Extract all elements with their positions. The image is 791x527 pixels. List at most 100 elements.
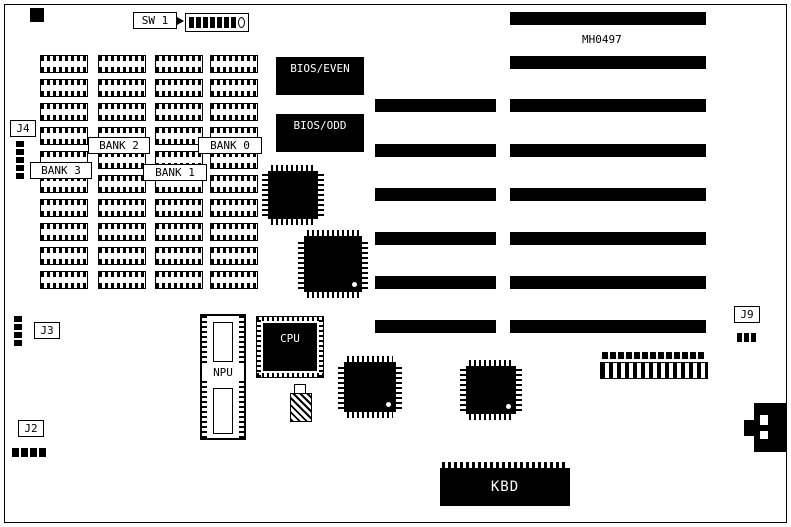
jumper-pin <box>21 448 28 457</box>
expansion-slot-short <box>375 232 496 245</box>
crystal-oscillator <box>290 393 312 422</box>
qfp-chip-3 <box>338 356 402 418</box>
memory-chip <box>155 55 203 73</box>
header-pin <box>626 352 632 359</box>
memory-chip <box>210 223 258 241</box>
jumper-pin <box>39 448 46 457</box>
cpu-socket: CPU <box>256 316 324 378</box>
cpu-label: CPU <box>280 332 300 345</box>
qfp-chip-1 <box>262 165 324 225</box>
board-model: MH0497 <box>582 33 622 46</box>
qfp-pins <box>307 230 359 236</box>
bank0-label: BANK 0 <box>198 137 262 154</box>
header-pin <box>666 352 672 359</box>
expansion-slot-long <box>510 99 706 112</box>
bios-even-chip: BIOS/EVEN <box>276 57 364 95</box>
jumper-pin <box>30 448 37 457</box>
din-pin-hole <box>760 431 768 439</box>
memory-chip <box>210 271 258 289</box>
npu-cutout-top <box>213 322 233 362</box>
header-pin <box>682 352 688 359</box>
pin1-marker <box>386 402 391 407</box>
bios-even-label: BIOS/EVEN <box>290 62 350 75</box>
header-pin-row <box>602 352 704 359</box>
expansion-slot-short <box>375 276 496 289</box>
header-pin <box>650 352 656 359</box>
qfp-pins <box>362 239 368 289</box>
j9-pins <box>737 333 756 342</box>
j4-label: J4 <box>10 120 36 137</box>
dip-switch-segment <box>189 17 194 28</box>
qfp-pins <box>347 412 393 418</box>
qfp-pins <box>262 174 268 216</box>
j3-pins <box>14 316 22 346</box>
memory-chip <box>210 103 258 121</box>
expansion-slot-long <box>510 144 706 157</box>
j3-label: J3 <box>34 322 60 339</box>
qfp-chip-2 <box>298 230 368 298</box>
sw1-label: SW 1 <box>133 12 177 29</box>
memory-chip <box>210 175 258 193</box>
j9-label: J9 <box>734 306 760 323</box>
npu-label: NPU <box>202 366 244 379</box>
qfp-pins <box>298 239 304 289</box>
memory-chip <box>40 223 88 241</box>
header-pin <box>642 352 648 359</box>
kbd-label: KBD <box>490 479 520 495</box>
qfp-pins <box>271 165 315 171</box>
qfp-pins <box>516 369 522 411</box>
memory-chip <box>98 199 146 217</box>
dip-switch-segment <box>203 17 208 28</box>
bank3-label: BANK 3 <box>30 162 92 179</box>
expansion-slot-long <box>510 56 706 69</box>
j2-label: J2 <box>18 420 44 437</box>
jumper-pin <box>16 141 24 147</box>
memory-chip <box>40 79 88 97</box>
bios-odd-label: BIOS/ODD <box>293 119 347 132</box>
mounting-pad <box>30 8 44 22</box>
memory-chip <box>98 271 146 289</box>
jumper-pin <box>14 316 22 322</box>
header-pin <box>690 352 696 359</box>
sw1-dip-switch <box>185 13 249 32</box>
expansion-slot-long <box>510 188 706 201</box>
qfp-chip-4 <box>460 360 522 420</box>
pin-header-connector <box>600 362 708 379</box>
cpu-chip: CPU <box>263 323 317 371</box>
jumper-pin <box>16 165 24 171</box>
dip-switch-segment <box>231 17 236 28</box>
jumper-pin <box>751 333 756 342</box>
sw1-pointer-arrow <box>177 17 184 25</box>
j2-pins <box>12 448 46 457</box>
qfp-pins <box>469 360 513 366</box>
expansion-slot-long <box>510 232 706 245</box>
qfp-die <box>268 171 318 219</box>
qfp-pins <box>469 414 513 420</box>
memory-chip <box>155 103 203 121</box>
memory-chip <box>98 247 146 265</box>
bios-odd-chip: BIOS/ODD <box>276 114 364 152</box>
qfp-pins <box>338 365 344 409</box>
memory-chip <box>40 247 88 265</box>
npu-cutout-bottom <box>213 388 233 434</box>
jumper-pin <box>14 324 22 330</box>
memory-chip <box>155 199 203 217</box>
header-pin <box>698 352 704 359</box>
jumper-pin <box>737 333 742 342</box>
board-outline <box>4 4 787 523</box>
memory-chip <box>40 127 88 145</box>
bank1-label: BANK 1 <box>143 164 207 181</box>
header-pin <box>602 352 608 359</box>
kbd-din-connector <box>754 403 787 452</box>
kbd-controller-chip: KBD <box>440 468 570 506</box>
memory-chip <box>98 55 146 73</box>
memory-chip <box>40 103 88 121</box>
memory-chip <box>155 127 203 145</box>
memory-chip <box>210 55 258 73</box>
header-pin <box>634 352 640 359</box>
memory-chip <box>210 151 258 169</box>
memory-chip <box>40 199 88 217</box>
expansion-slot-short <box>375 188 496 201</box>
pin1-marker <box>506 404 511 409</box>
